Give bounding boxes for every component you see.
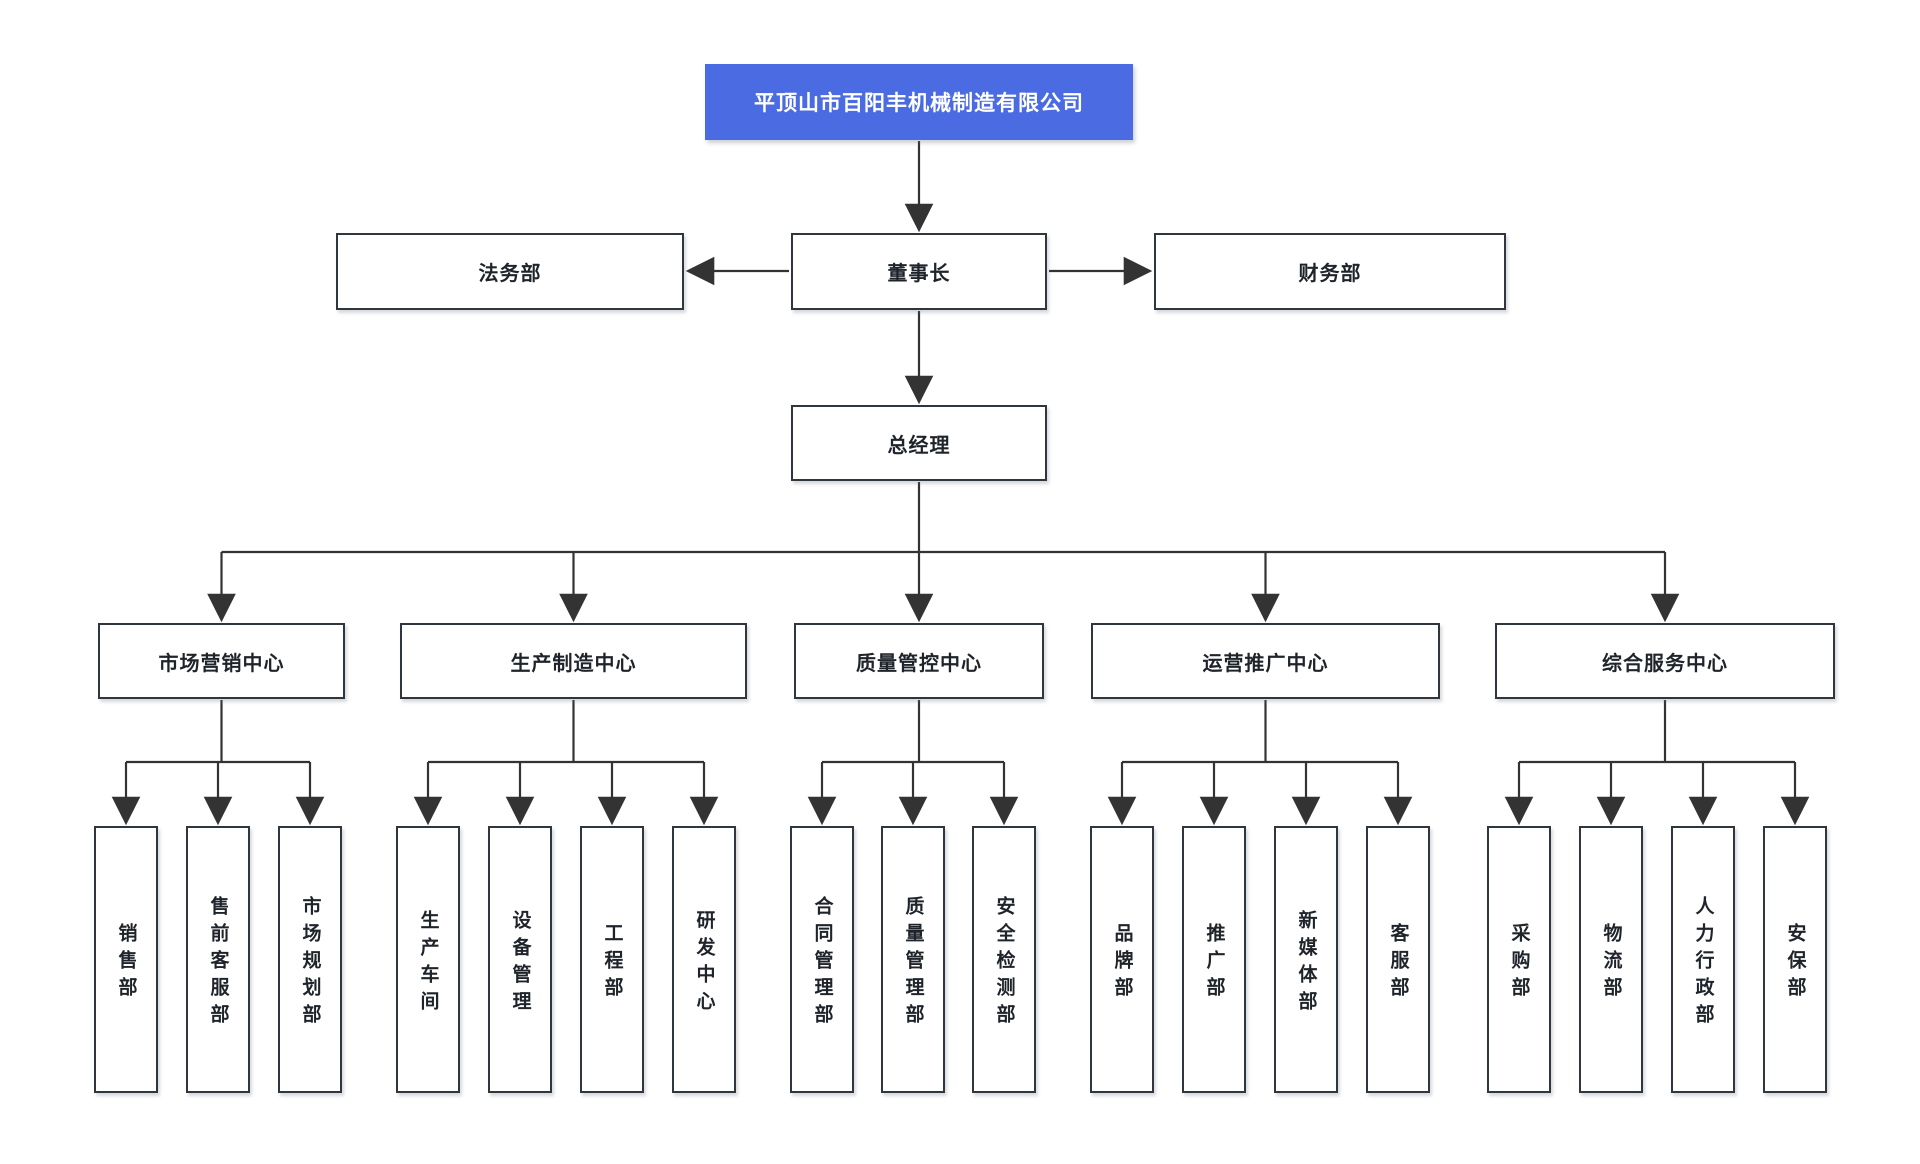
org-node-general-manager-label: 总经理 xyxy=(887,434,951,457)
org-node-production-center-label: 生产制造中心 xyxy=(510,652,637,675)
org-node-quality-center-label: 质量管控中心 xyxy=(856,652,982,675)
org-node-procurement-dept-label: 采购部 xyxy=(1508,923,1530,1004)
org-node-finance-dept-label: 财务部 xyxy=(1298,263,1362,285)
org-node-contract-management-dept[interactable]: 合同管理部 xyxy=(790,826,854,1093)
org-node-company[interactable]: 平顶山市百阳丰机械制造有限公司 xyxy=(705,64,1133,140)
org-node-chairman-label: 董事长 xyxy=(887,263,951,285)
org-node-presales-service-dept-label: 售前客服部 xyxy=(207,896,229,1031)
connector-quality-children xyxy=(807,700,1019,826)
org-node-presales-service-dept[interactable]: 售前客服部 xyxy=(186,826,250,1093)
org-node-market-planning-dept-label: 市场规划部 xyxy=(299,896,321,1031)
org-node-new-media-dept-label: 新媒体部 xyxy=(1295,909,1317,1018)
org-node-production-workshop[interactable]: 生产车间 xyxy=(396,826,460,1093)
org-node-marketing-center[interactable]: 市场营销中心 xyxy=(98,623,345,699)
org-node-promotion-dept[interactable]: 推广部 xyxy=(1182,826,1246,1093)
org-node-chairman[interactable]: 董事长 xyxy=(791,233,1047,310)
org-node-quality-management-dept-label: 质量管理部 xyxy=(902,896,924,1031)
org-node-procurement-dept[interactable]: 采购部 xyxy=(1487,826,1551,1093)
org-node-operations-center[interactable]: 运营推广中心 xyxy=(1091,623,1440,699)
org-node-quality-center[interactable]: 质量管控中心 xyxy=(794,623,1044,699)
org-node-rnd-center[interactable]: 研发中心 xyxy=(672,826,736,1093)
org-node-hr-admin-dept-label: 人力行政部 xyxy=(1692,896,1714,1031)
org-node-safety-inspection-dept[interactable]: 安全检测部 xyxy=(972,826,1036,1093)
org-node-engineering-dept[interactable]: 工程部 xyxy=(580,826,644,1093)
org-node-safety-inspection-dept-label: 安全检测部 xyxy=(993,896,1015,1031)
org-node-customer-service-dept[interactable]: 客服部 xyxy=(1366,826,1430,1093)
org-node-sales-dept[interactable]: 销售部 xyxy=(94,826,158,1093)
connector-operations-children xyxy=(1107,700,1413,826)
org-node-production-center[interactable]: 生产制造中心 xyxy=(400,623,747,699)
org-node-company-label: 平顶山市百阳丰机械制造有限公司 xyxy=(754,92,1084,115)
org-node-equipment-management-label: 设备管理 xyxy=(509,909,531,1018)
org-node-services-center[interactable]: 综合服务中心 xyxy=(1495,623,1835,699)
org-node-equipment-management[interactable]: 设备管理 xyxy=(488,826,552,1093)
org-node-production-workshop-label: 生产车间 xyxy=(417,909,439,1018)
org-node-operations-center-label: 运营推广中心 xyxy=(1202,652,1329,675)
org-node-contract-management-dept-label: 合同管理部 xyxy=(811,896,833,1031)
org-node-customer-service-dept-label: 客服部 xyxy=(1387,923,1409,1004)
org-node-engineering-dept-label: 工程部 xyxy=(601,923,623,1004)
org-node-brand-dept[interactable]: 品牌部 xyxy=(1090,826,1154,1093)
org-node-services-center-label: 综合服务中心 xyxy=(1602,652,1728,675)
connector-gm-to-centers xyxy=(207,482,1680,623)
org-node-new-media-dept[interactable]: 新媒体部 xyxy=(1274,826,1338,1093)
org-node-hr-admin-dept[interactable]: 人力行政部 xyxy=(1671,826,1735,1093)
org-node-sales-dept-label: 销售部 xyxy=(115,923,137,1004)
org-node-legal-dept-label: 法务部 xyxy=(478,263,542,285)
connector-services-children xyxy=(1504,700,1810,826)
connector-marketing-children xyxy=(111,700,325,826)
org-node-market-planning-dept[interactable]: 市场规划部 xyxy=(278,826,342,1093)
org-node-marketing-center-label: 市场营销中心 xyxy=(158,652,285,675)
org-node-legal-dept[interactable]: 法务部 xyxy=(336,233,684,310)
org-node-security-dept-label: 安保部 xyxy=(1784,923,1806,1004)
org-node-brand-dept-label: 品牌部 xyxy=(1111,923,1133,1004)
org-node-security-dept[interactable]: 安保部 xyxy=(1763,826,1827,1093)
org-node-rnd-center-label: 研发中心 xyxy=(693,909,715,1018)
org-node-quality-management-dept[interactable]: 质量管理部 xyxy=(881,826,945,1093)
connector-production-children xyxy=(413,700,719,826)
org-node-logistics-dept[interactable]: 物流部 xyxy=(1579,826,1643,1093)
org-node-finance-dept[interactable]: 财务部 xyxy=(1154,233,1506,310)
org-node-logistics-dept-label: 物流部 xyxy=(1600,923,1622,1004)
org-node-promotion-dept-label: 推广部 xyxy=(1203,923,1225,1004)
org-node-general-manager[interactable]: 总经理 xyxy=(791,405,1047,481)
